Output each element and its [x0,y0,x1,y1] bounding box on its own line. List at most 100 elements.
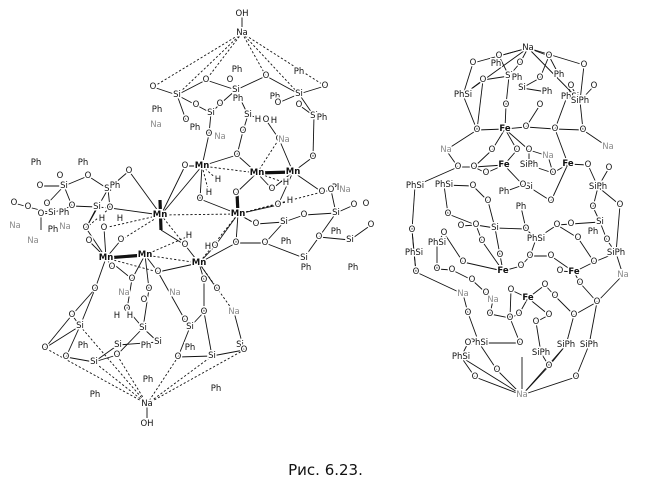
coordination-bond [256,172,287,184]
covalent-bond [330,189,337,214]
iron-atom-label: Fe [562,159,573,169]
covalent-bond [321,189,332,193]
silicon-atom-label: Si [518,83,526,93]
oxygen-atom-label: O [328,185,335,195]
covalent-bond [152,86,178,96]
covalent-bond [349,224,372,241]
covalent-bond [85,206,98,229]
covalent-bond [160,165,186,216]
oxygen-atom-label: O [155,267,162,277]
silicon-atom-label: Si [76,321,84,331]
covalent-bond [142,288,150,329]
oxygen-atom-label: O [546,310,553,320]
covalent-bond [482,75,510,81]
silicon-atom-label: Si [232,85,240,95]
covalent-bond [201,133,210,167]
covalent-bond [198,262,205,281]
phenyl-group-label: Ph [190,123,201,133]
covalent-bond [473,166,487,174]
covalent-bond [606,239,617,254]
covalent-bond [467,312,480,344]
oxygen-atom-label: O [487,309,494,319]
oxygen-atom-label: O [554,220,561,230]
covalent-bond [63,185,73,207]
silicon-atom-label: Si [332,208,340,218]
covalent-bond [494,227,527,230]
covalent-bond [13,202,29,208]
hydrogen-atom-label: H [205,242,211,252]
oxygen-atom-label: O [262,238,269,248]
oxygen-atom-label: O [227,75,234,85]
coordination-bond [241,32,300,95]
phenyl-group-label: Ph [542,87,553,97]
oxygen-atom-label: O [514,145,521,155]
oxygen-atom-label: O [434,264,441,274]
oxygen-atom-label: O [520,180,527,190]
coordination-bond [241,32,326,87]
covalent-bond [255,221,285,225]
sodium-atom-label: Na [339,185,351,195]
oxygen-atom-label: O [69,201,76,211]
oxygen-atom-label: O [126,166,133,176]
sodium-atom-label: Na [118,288,130,298]
covalent-bond [443,232,464,263]
oxygen-atom-label: O [455,162,462,172]
phenyl-group-label: Ph [141,341,152,351]
covalent-bond [521,376,577,396]
covalent-bond [527,297,550,316]
covalent-bond [554,295,575,316]
covalent-bond [103,227,107,259]
covalent-bond [265,75,300,95]
oxygen-atom-label: O [533,317,540,327]
covalent-bond [247,114,267,121]
coordination-bond [160,213,239,216]
coordination-bond [237,213,257,225]
covalent-bond [550,163,569,202]
silicon-atom-label: Si [114,340,122,350]
oxygen-atom-label: O [516,309,523,319]
covalent-bond [575,344,590,378]
oxygen-atom-label: O [114,350,121,360]
covalent-bond [198,245,216,264]
covalent-bond [505,75,510,106]
covalent-bond [44,325,81,349]
oxygen-atom-label: O [470,181,477,191]
covalent-bond [476,79,484,131]
sodium-atom-label: Na [602,142,614,152]
oxygen-atom-label: O [319,187,326,197]
phenyl-group-label: Ph [152,105,163,115]
phenyl-group-label: Ph [332,183,343,193]
covalent-bond [504,104,507,130]
coordination-bond [144,235,190,256]
covalent-bond [481,240,504,272]
oxygen-atom-label: O [118,235,125,245]
covalent-bond [540,352,550,367]
covalent-bond [107,188,111,209]
covalent-bond [535,314,550,323]
covalent-bond [582,129,609,148]
oxygen-atom-label: O [546,51,553,61]
covalent-bond [198,242,237,264]
hydrogen-atom-label: H [271,116,277,126]
oxygen-atom-label: O [445,209,452,219]
oxygen-atom-label: O [275,98,282,108]
covalent-bond [445,149,459,168]
oxygen-atom-label: O [182,161,189,171]
oxygen-atom-label: O [301,210,308,220]
covalent-bond [176,79,207,96]
covalent-bond [525,104,541,128]
covalent-bond [85,227,107,259]
covalent-bond [65,325,81,358]
oxygen-atom-label: O [471,162,478,172]
silylphenyl-group-label: SiPh [557,340,575,350]
oxygen-atom-label: O [11,198,18,208]
covalent-bond [527,47,581,102]
manganese-atom-label: Mn [153,210,168,220]
silylphenyl-group-label: SiPh [532,348,550,358]
covalent-bond [233,311,245,351]
oxygen-atom-label: O [234,150,241,160]
covalent-bond [544,284,556,297]
oxygen-atom-label: O [470,58,477,68]
oxygen-atom-label: O [581,60,588,70]
covalent-bond [93,354,118,363]
